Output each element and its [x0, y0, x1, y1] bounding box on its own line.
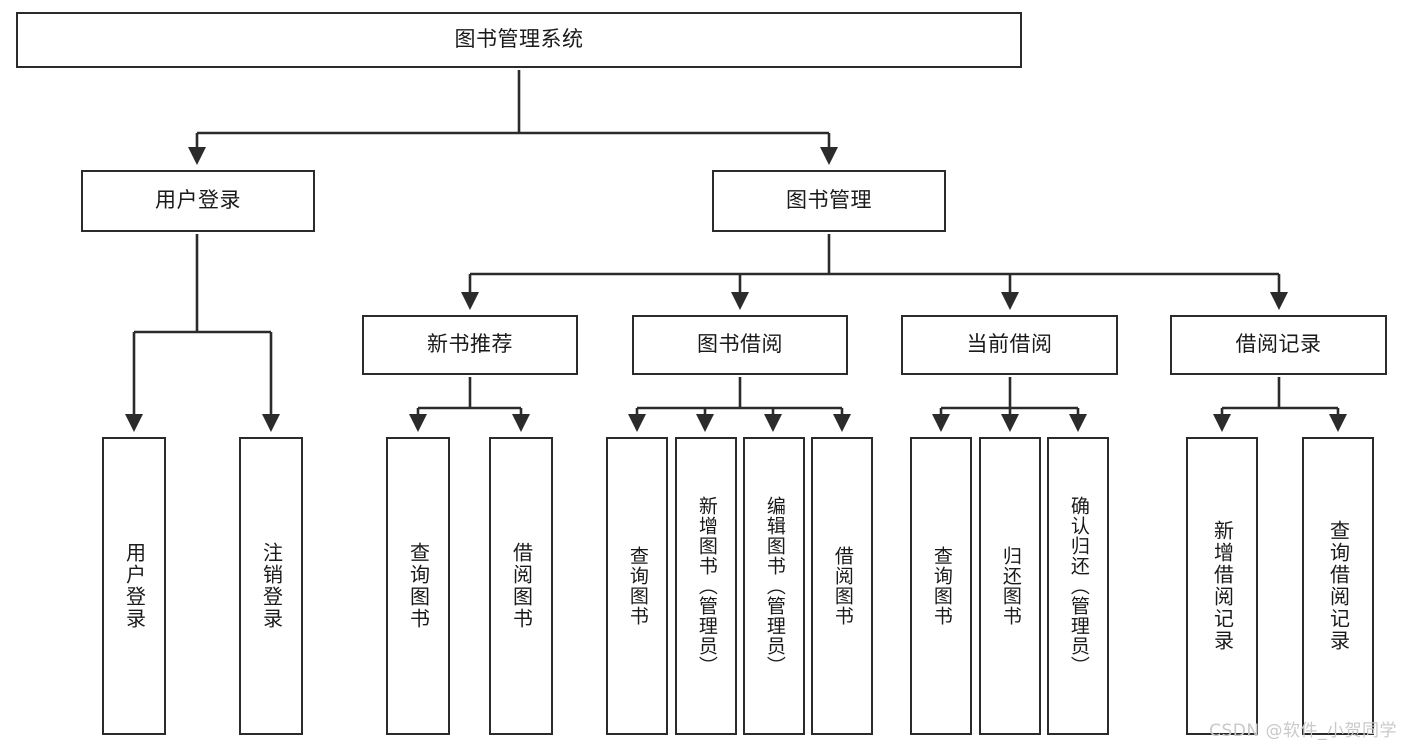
- leaf-book-borrow-add-book-admin[interactable]: 新增图书（管理员）: [675, 437, 737, 735]
- leaf-borrow-record-query-record[interactable]: 查询借阅记录: [1302, 437, 1374, 735]
- node-label: 当前借阅: [966, 332, 1053, 357]
- node-label: 新增图书（管理员）: [695, 496, 718, 676]
- node-label: 新增借阅记录: [1210, 520, 1235, 652]
- node-label: 归还图书: [999, 546, 1022, 626]
- node-label: 编辑图书（管理员）: [763, 496, 786, 676]
- node-label: 注销登录: [259, 542, 284, 630]
- node-label: 查询借阅记录: [1326, 520, 1351, 652]
- node-label: 查询图书: [626, 546, 649, 626]
- leaf-book-borrow-query-book[interactable]: 查询图书: [606, 437, 668, 735]
- node-label: 用户登录: [122, 542, 147, 630]
- node-label: 新书推荐: [427, 332, 513, 357]
- node-new-book-recommend[interactable]: 新书推荐: [362, 315, 578, 375]
- node-label: 确认归还（管理员）: [1067, 496, 1090, 676]
- leaf-book-borrow-borrow-book[interactable]: 借阅图书: [811, 437, 873, 735]
- node-label: 图书管理系统: [454, 27, 584, 52]
- node-label: 图书借阅: [697, 332, 783, 357]
- node-label: 查询图书: [930, 546, 953, 626]
- leaf-new-book-query-book[interactable]: 查询图书: [386, 437, 450, 735]
- node-book-management[interactable]: 图书管理: [712, 170, 946, 232]
- node-user-login[interactable]: 用户登录: [81, 170, 315, 232]
- leaf-user-login[interactable]: 用户登录: [102, 437, 166, 735]
- node-label: 借阅图书: [509, 542, 534, 630]
- node-label: 查询图书: [406, 542, 431, 630]
- leaf-current-borrow-query-book[interactable]: 查询图书: [910, 437, 972, 735]
- node-root-book-management-system[interactable]: 图书管理系统: [16, 12, 1022, 68]
- leaf-current-borrow-return-book[interactable]: 归还图书: [979, 437, 1041, 735]
- node-label: 图书管理: [786, 188, 872, 213]
- leaf-new-book-borrow-book[interactable]: 借阅图书: [489, 437, 553, 735]
- leaf-logout[interactable]: 注销登录: [239, 437, 303, 735]
- node-label: 用户登录: [155, 188, 241, 213]
- node-current-borrow[interactable]: 当前借阅: [901, 315, 1118, 375]
- leaf-borrow-record-add-record[interactable]: 新增借阅记录: [1186, 437, 1258, 735]
- node-book-borrow[interactable]: 图书借阅: [632, 315, 848, 375]
- node-label: 借阅记录: [1235, 332, 1322, 357]
- leaf-book-borrow-edit-book-admin[interactable]: 编辑图书（管理员）: [743, 437, 805, 735]
- node-borrow-record[interactable]: 借阅记录: [1170, 315, 1387, 375]
- leaf-current-borrow-confirm-return-admin[interactable]: 确认归还（管理员）: [1047, 437, 1109, 735]
- node-label: 借阅图书: [831, 546, 854, 626]
